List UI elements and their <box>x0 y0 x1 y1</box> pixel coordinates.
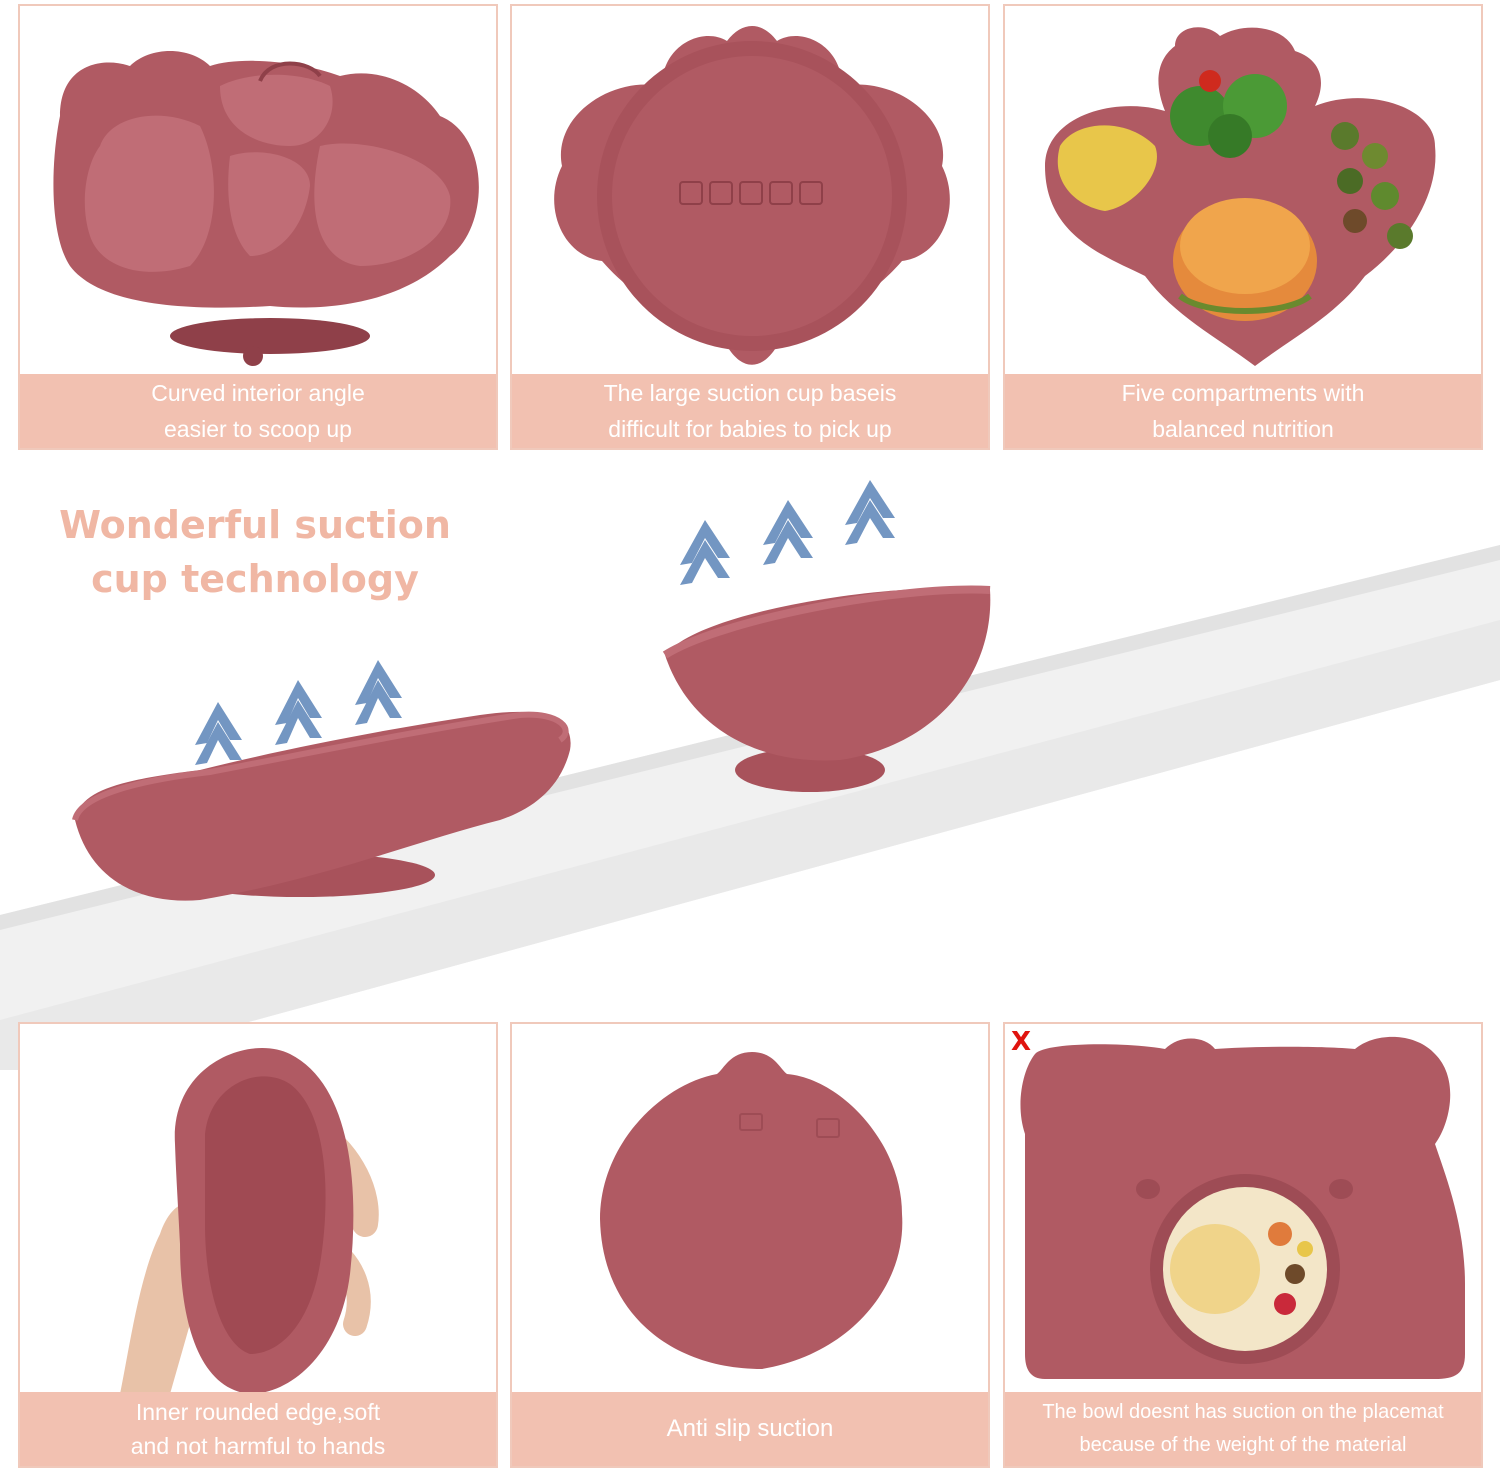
bowl-underside-image <box>600 1052 903 1369</box>
suction-demo-illustration <box>0 480 1500 1070</box>
caption-text: The bowl doesnt has suction on the place… <box>1042 1401 1444 1456</box>
feature-card-rounded-edge: Inner rounded edge,soft and not harmful … <box>18 1022 498 1468</box>
feature-card-anti-slip: Anti slip suction <box>510 1022 990 1468</box>
caption-bar: Curved interior angle easier to scoop up <box>20 374 496 448</box>
caption-bar: The bowl doesnt has suction on the place… <box>1005 1392 1481 1466</box>
plate-underside-image <box>554 26 950 365</box>
plate-with-food-image <box>1045 27 1436 367</box>
corn-food <box>1057 125 1157 211</box>
spaghetti-food <box>1170 1224 1260 1314</box>
mixed-vegetables-food <box>1268 1222 1313 1315</box>
feature-card-five-compartments: Five compartments with balanced nutritio… <box>1003 4 1483 450</box>
divided-plate-on-table <box>72 711 571 901</box>
caption-bar: Anti slip suction <box>512 1392 988 1466</box>
placemat-with-bowl-image <box>1020 1036 1465 1379</box>
caption-bar: Inner rounded edge,soft and not harmful … <box>20 1392 496 1466</box>
caption-bar: The large suction cup baseis difficult f… <box>512 374 988 448</box>
feature-card-curved-interior: Curved interior angle easier to scoop up <box>18 4 498 450</box>
divided-plate-image <box>53 51 479 366</box>
caption-text: The large suction cup baseis difficult f… <box>603 380 897 442</box>
hand-squeezing-bowl-image <box>120 1048 379 1394</box>
caption-text: Five compartments with balanced nutritio… <box>1121 380 1365 442</box>
headline: Wonderful suction cup technology <box>59 503 451 601</box>
broccoli-food <box>1170 70 1287 158</box>
caption-bar: Five compartments with balanced nutritio… <box>1005 374 1481 448</box>
caption-text: Inner rounded edge,soft and not harmful … <box>130 1399 386 1459</box>
burger-food <box>1173 198 1317 321</box>
suction-arrow-icon <box>195 480 895 765</box>
caption-text: Anti slip suction <box>666 1415 834 1442</box>
caption-text: Curved interior angle easier to scoop up <box>151 380 365 442</box>
feature-card-placemat: X The bowl doesnt has suction on the pla… <box>1003 1022 1483 1468</box>
bowl-on-table <box>662 585 991 792</box>
feature-card-suction-base: The large suction cup baseis difficult f… <box>510 4 990 450</box>
olives-food <box>1331 122 1413 249</box>
not-recommended-mark: X <box>1011 1027 1032 1057</box>
